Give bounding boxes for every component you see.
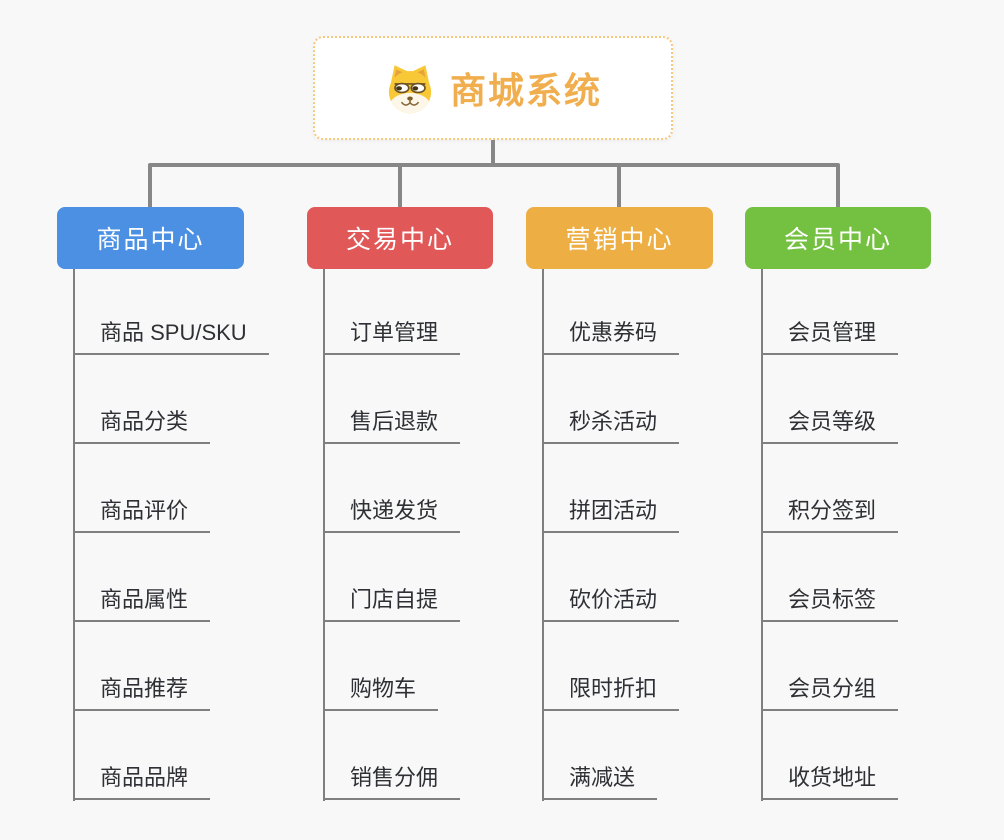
- leaf-node[interactable]: 积分签到: [761, 498, 899, 533]
- leaf-node[interactable]: 秒杀活动: [542, 409, 680, 444]
- connector-drop-product: [148, 165, 152, 209]
- leaf-node[interactable]: 会员标签: [761, 587, 899, 622]
- branch-node-member-center[interactable]: 会员中心: [745, 207, 931, 269]
- connector-trunk: [73, 269, 75, 801]
- leaf-node[interactable]: 商品评价: [73, 498, 211, 533]
- connector-trunk: [323, 269, 325, 801]
- leaf-node[interactable]: 满减送: [542, 765, 658, 800]
- leaf-node[interactable]: 会员管理: [761, 320, 899, 355]
- leaf-node[interactable]: 订单管理: [323, 320, 461, 355]
- connector-drop-trade: [398, 165, 402, 209]
- root-title: 商城系统: [449, 70, 602, 111]
- leaf-node[interactable]: 购物车: [323, 676, 439, 711]
- leaf-node[interactable]: 限时折扣: [542, 676, 680, 711]
- shiba-dog-icon: [388, 65, 432, 114]
- branch-node-marketing-center[interactable]: 营销中心: [526, 207, 713, 269]
- connector-drop-member: [836, 165, 840, 209]
- leaf-node[interactable]: 拼团活动: [542, 498, 680, 533]
- leaf-node[interactable]: 会员等级: [761, 409, 899, 444]
- leaf-node[interactable]: 商品品牌: [73, 765, 211, 800]
- leaf-node[interactable]: 销售分佣: [323, 765, 461, 800]
- leaf-node[interactable]: 收货地址: [761, 765, 899, 800]
- connector-root-stem: [491, 140, 495, 166]
- leaf-node[interactable]: 商品属性: [73, 587, 211, 622]
- leaf-node[interactable]: 商品推荐: [73, 676, 211, 711]
- leaf-node[interactable]: 门店自提: [323, 587, 461, 622]
- connector-trunk: [542, 269, 544, 801]
- connector-trunk: [761, 269, 763, 801]
- leaf-node[interactable]: 砍价活动: [542, 587, 680, 622]
- leaf-node[interactable]: 会员分组: [761, 676, 899, 711]
- leaf-node[interactable]: 快递发货: [323, 498, 461, 533]
- leaf-node[interactable]: 商品 SPU/SKU: [73, 320, 269, 355]
- connector-drop-marketing: [617, 165, 621, 209]
- leaf-node[interactable]: 售后退款: [323, 409, 461, 444]
- leaf-node[interactable]: 优惠券码: [542, 320, 680, 355]
- branch-node-trade-center[interactable]: 交易中心: [307, 207, 493, 269]
- connector-bus: [148, 163, 840, 167]
- branch-node-product-center[interactable]: 商品中心: [57, 207, 244, 269]
- leaf-node[interactable]: 商品分类: [73, 409, 211, 444]
- root-node[interactable]: 商城系统: [313, 36, 673, 140]
